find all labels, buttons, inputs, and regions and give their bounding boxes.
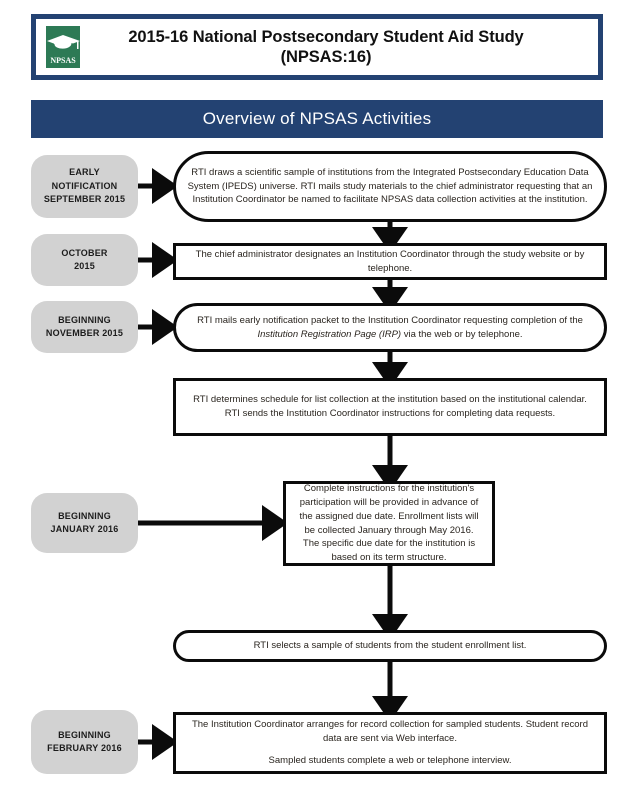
flow-step-mail-notification-packet[interactable]: RTI mails early notification packet to t…	[173, 303, 607, 352]
page-title: 2015-16 National Postsecondary Student A…	[88, 27, 598, 68]
page-title-line1: 2015-16 National Postsecondary Student A…	[128, 27, 524, 46]
flow-step-text-line2: Sampled students complete a web or telep…	[268, 755, 512, 767]
flow-step-sample-institutions[interactable]: RTI draws a scientific sample of institu…	[173, 151, 607, 222]
npsas-logo-caption: NPSAS	[50, 56, 76, 65]
flow-step-text: The Institution Coordinator arranges for…	[186, 718, 594, 768]
page-title-line2: (NPSAS:16)	[280, 48, 372, 66]
flow-step-text: Complete instructions for the institutio…	[299, 483, 479, 564]
npsas-logo: NPSAS	[44, 25, 82, 69]
flow-step-text: RTI mails early notification packet to t…	[186, 314, 594, 342]
flow-step-text-gap	[186, 745, 594, 754]
flow-step-complete-instructions[interactable]: Complete instructions for the institutio…	[283, 481, 495, 566]
study-title-banner: NPSAS 2015-16 National Postsecondary Stu…	[31, 14, 603, 80]
flow-step-determine-schedule[interactable]: RTI determines schedule for list collect…	[173, 378, 607, 436]
flow-step-record-collection[interactable]: The Institution Coordinator arranges for…	[173, 712, 607, 774]
section-header-overview: Overview of NPSAS Activities	[31, 100, 603, 138]
flow-step-text-part1: RTI mails early notification packet to t…	[197, 314, 583, 326]
flow-step-select-student-sample[interactable]: RTI selects a sample of students from th…	[173, 630, 607, 662]
flow-step-text: RTI determines schedule for list collect…	[193, 394, 587, 419]
flow-step-text: RTI selects a sample of students from th…	[253, 640, 527, 652]
flow-step-text-line1: The Institution Coordinator arranges for…	[191, 718, 589, 744]
flow-step-text: RTI draws a scientific sample of institu…	[187, 166, 593, 206]
flow-step-text-emphasis: Institution Registration Page (IRP)	[257, 328, 402, 340]
flow-step-designate-coordinator[interactable]: The chief administrator designates an In…	[173, 243, 607, 280]
section-header-label: Overview of NPSAS Activities	[202, 109, 432, 128]
flow-step-text-part2: via the web or by telephone.	[401, 328, 523, 340]
flow-step-text: The chief administrator designates an In…	[195, 248, 585, 274]
